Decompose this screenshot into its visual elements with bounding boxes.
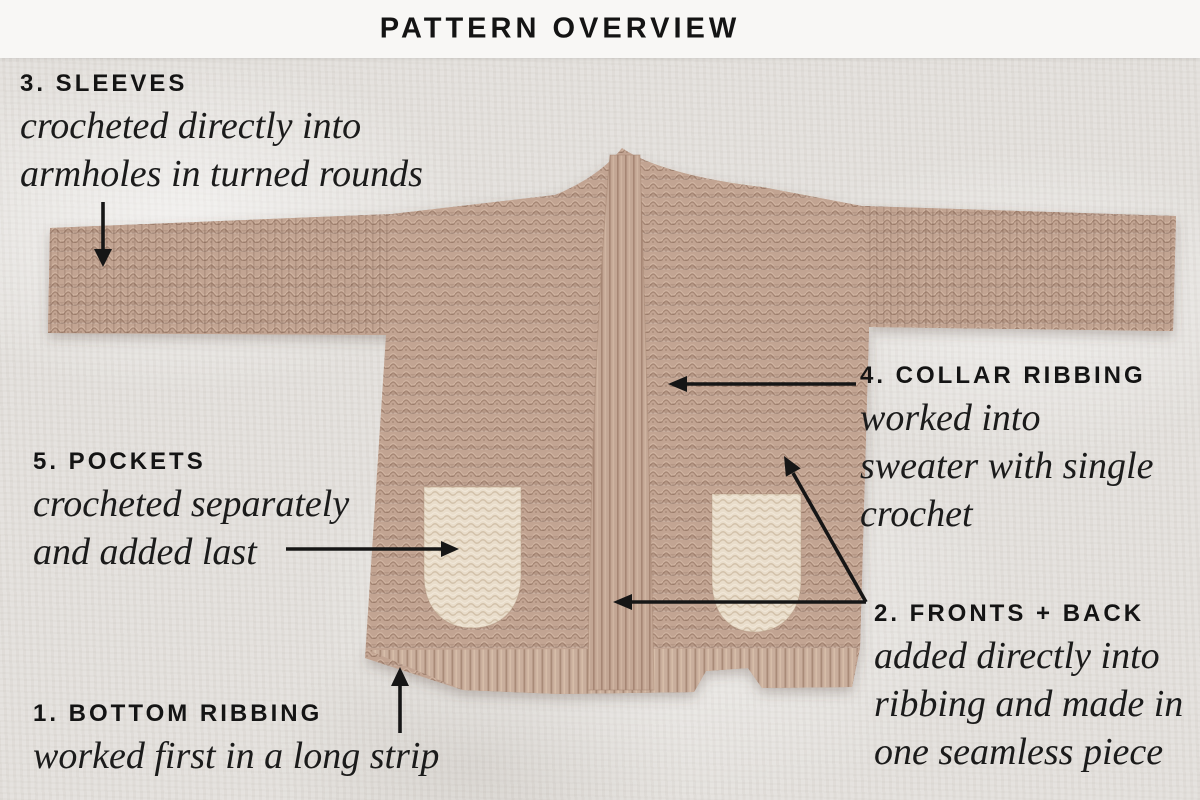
left-pocket: [423, 486, 522, 629]
collar-front-band: [587, 154, 655, 691]
right-pocket: [711, 493, 802, 633]
sleeves-arrow-icon: [94, 202, 112, 267]
collar-ribbing-arrow-icon: [668, 376, 856, 392]
pockets-label-heading: 5. POCKETS: [33, 448, 206, 475]
annotation-arrows: [94, 202, 868, 733]
collar-ribbing-label-heading: 4. COLLAR RIBBING: [860, 362, 1146, 389]
left-sleeve-texture: [48, 214, 392, 334]
collar-ribbing-label-description: worked into sweater with single crochet: [860, 397, 1154, 535]
pockets-arrow-icon: [286, 541, 459, 557]
right-sleeve-texture: [862, 206, 1176, 331]
pockets-label-description: crocheted separately and added last: [33, 483, 350, 573]
bottom-ribbing-label: 1. BOTTOM RIBBING worked first in a long…: [33, 700, 513, 781]
page-title: PATTERN OVERVIEW: [379, 12, 741, 45]
fronts-back-label: 2. FRONTS + BACK added directly into rib…: [874, 600, 1200, 777]
sleeves-label-description: crocheted directly into armholes in turn…: [20, 105, 423, 195]
fronts-back-arrow-diagonal-icon: [784, 456, 868, 603]
fronts-back-label-heading: 2. FRONTS + BACK: [874, 600, 1145, 627]
sleeves-label-heading: 3. SLEEVES: [20, 70, 188, 97]
bottom-ribbing-label-heading: 1. BOTTOM RIBBING: [33, 700, 323, 727]
cardigan: [48, 148, 1176, 694]
title-banner: PATTERN OVERVIEW: [0, 0, 1200, 58]
bottom-ribbing-arrow-icon: [391, 667, 409, 733]
sleeves-label: 3. SLEEVES crocheted directly into armho…: [20, 70, 500, 199]
fronts-back-arrow-horizontal-icon: [613, 594, 866, 610]
fronts-back-label-description: added directly into ribbing and made in …: [874, 635, 1184, 773]
collar-ribbing-label: 4. COLLAR RIBBING worked into sweater wi…: [860, 362, 1200, 539]
bottom-ribbing-label-description: worked first in a long strip: [33, 735, 440, 777]
pockets-label: 5. POCKETS crocheted separately and adde…: [33, 448, 513, 577]
